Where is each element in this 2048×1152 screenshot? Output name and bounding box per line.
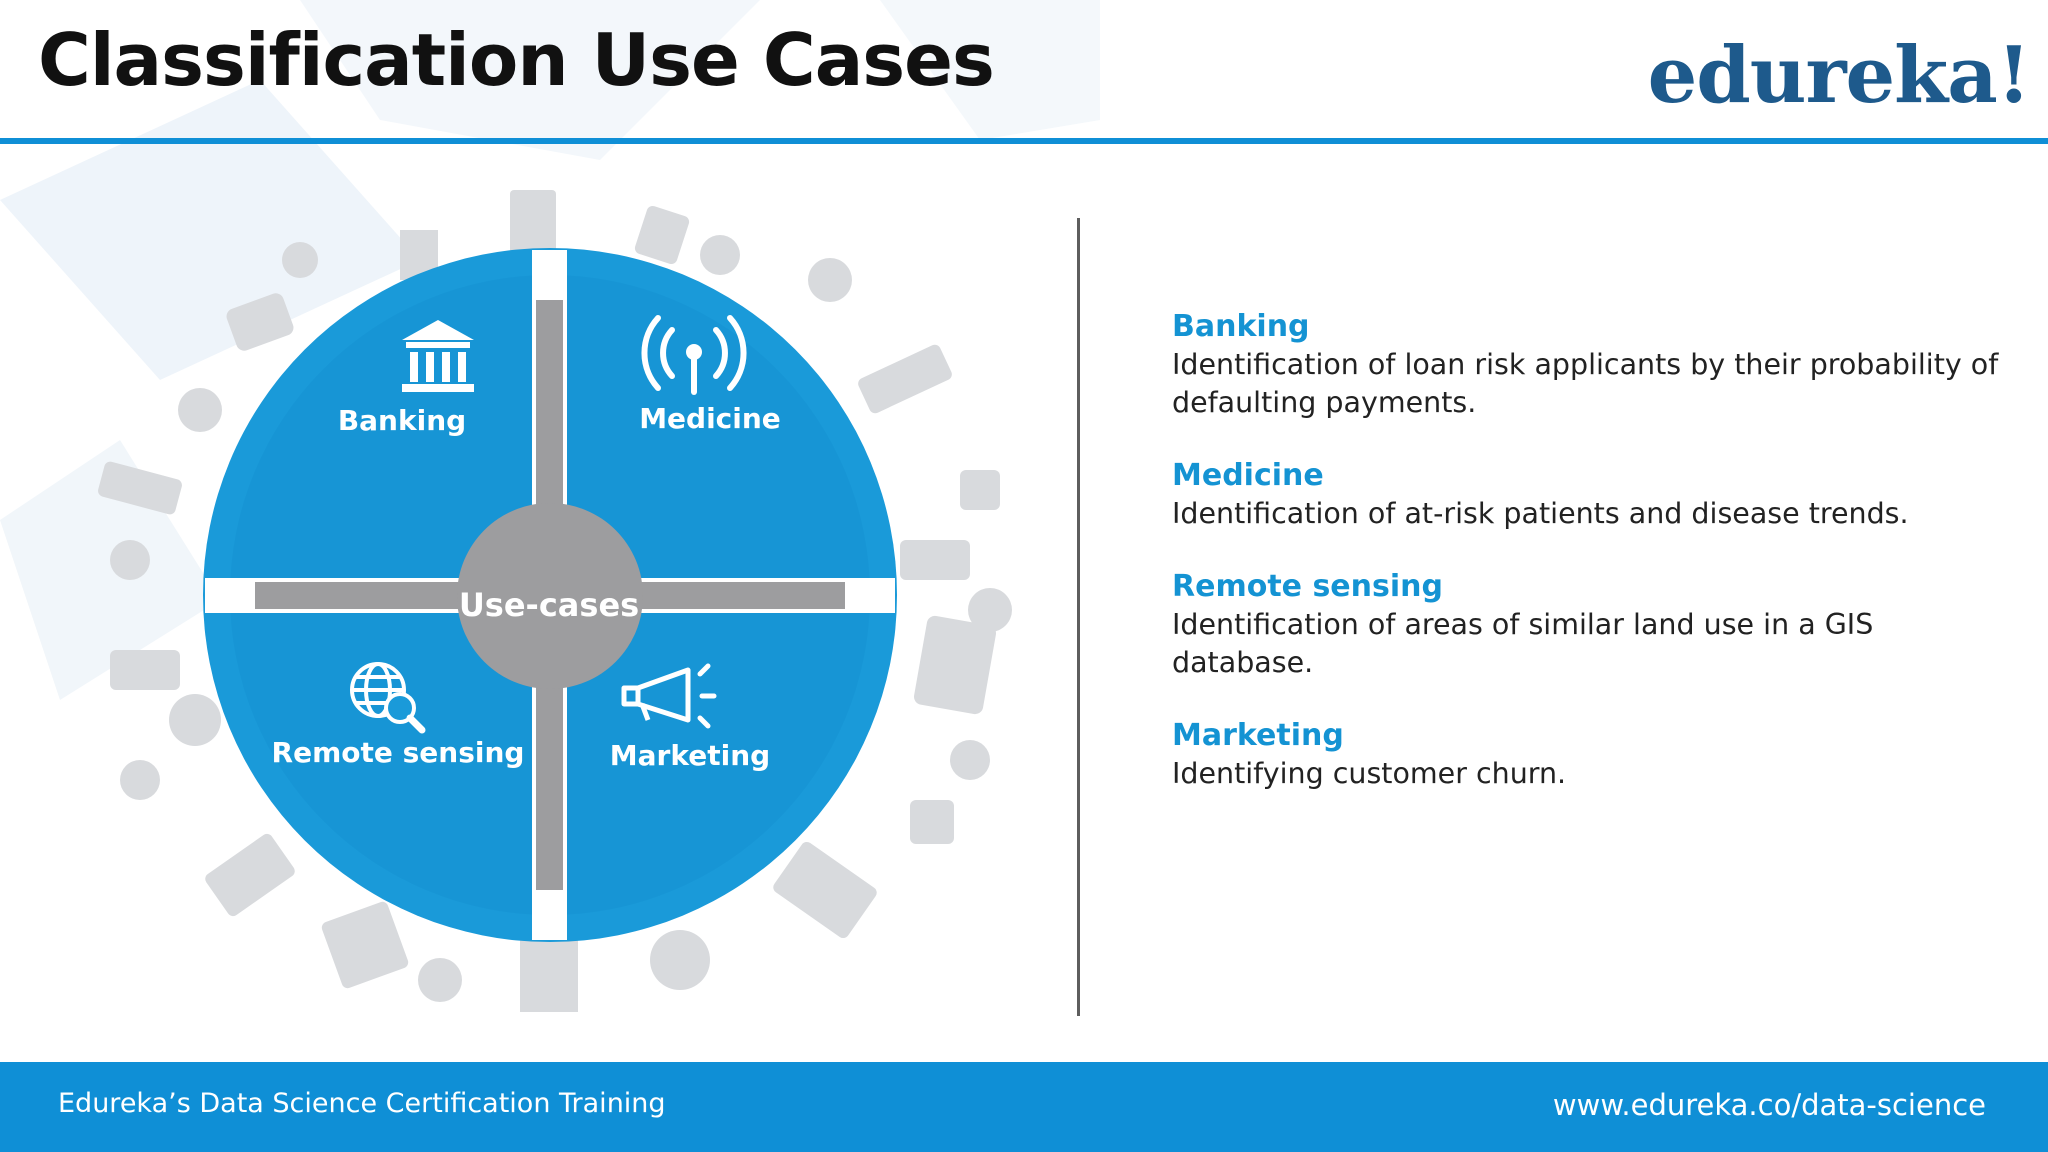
edureka-logo: edureka! [1647, 30, 2031, 121]
slide-title: Classification Use Cases [38, 18, 995, 102]
footer-bar: Edureka’s Data Science Certification Tra… [0, 1062, 2048, 1152]
quadrant-label-remote-sensing: Remote sensing [272, 736, 525, 769]
use-case-list: Banking Identification of loan risk appl… [1172, 308, 2012, 828]
use-case-title: Medicine [1172, 458, 1324, 493]
use-case-title: Remote sensing [1172, 569, 1443, 604]
center-circle [457, 503, 643, 689]
quadrant-label-banking: Banking [338, 404, 466, 437]
use-case-description: Identification of at-risk patients and d… [1172, 497, 1909, 530]
center-label: Use-cases [459, 586, 639, 624]
vertical-divider [1077, 218, 1080, 1016]
globe-search-icon [350, 662, 426, 734]
use-case-item-medicine: Medicine Identification of at-risk patie… [1172, 457, 2012, 533]
quadrant-label-marketing: Marketing [610, 739, 770, 772]
use-case-description: Identifying customer churn. [1172, 757, 1567, 790]
use-case-title: Banking [1172, 309, 1310, 344]
quadrant-label-medicine: Medicine [639, 402, 781, 435]
header-rule [0, 138, 2048, 144]
footer-url[interactable]: www.edureka.co/data-science [1552, 1088, 1986, 1122]
use-case-title: Marketing [1172, 718, 1344, 753]
megaphone-icon [621, 663, 717, 729]
use-case-description: Identification of loan risk applicants b… [1172, 348, 1999, 419]
footer-course-name: Edureka’s Data Science Certification Tra… [58, 1088, 666, 1119]
bank-icon [402, 320, 474, 392]
use-cases-diagram: Use-cases Banking Medicine Remote sensin… [98, 190, 1012, 1012]
use-case-description: Identification of areas of similar land … [1172, 608, 1874, 679]
use-case-item-remote-sensing: Remote sensing Identification of areas o… [1172, 568, 2012, 682]
use-case-item-marketing: Marketing Identifying customer churn. [1172, 717, 2012, 793]
use-case-item-banking: Banking Identification of loan risk appl… [1172, 308, 2012, 422]
decorative-icons-ring [98, 190, 1012, 1012]
